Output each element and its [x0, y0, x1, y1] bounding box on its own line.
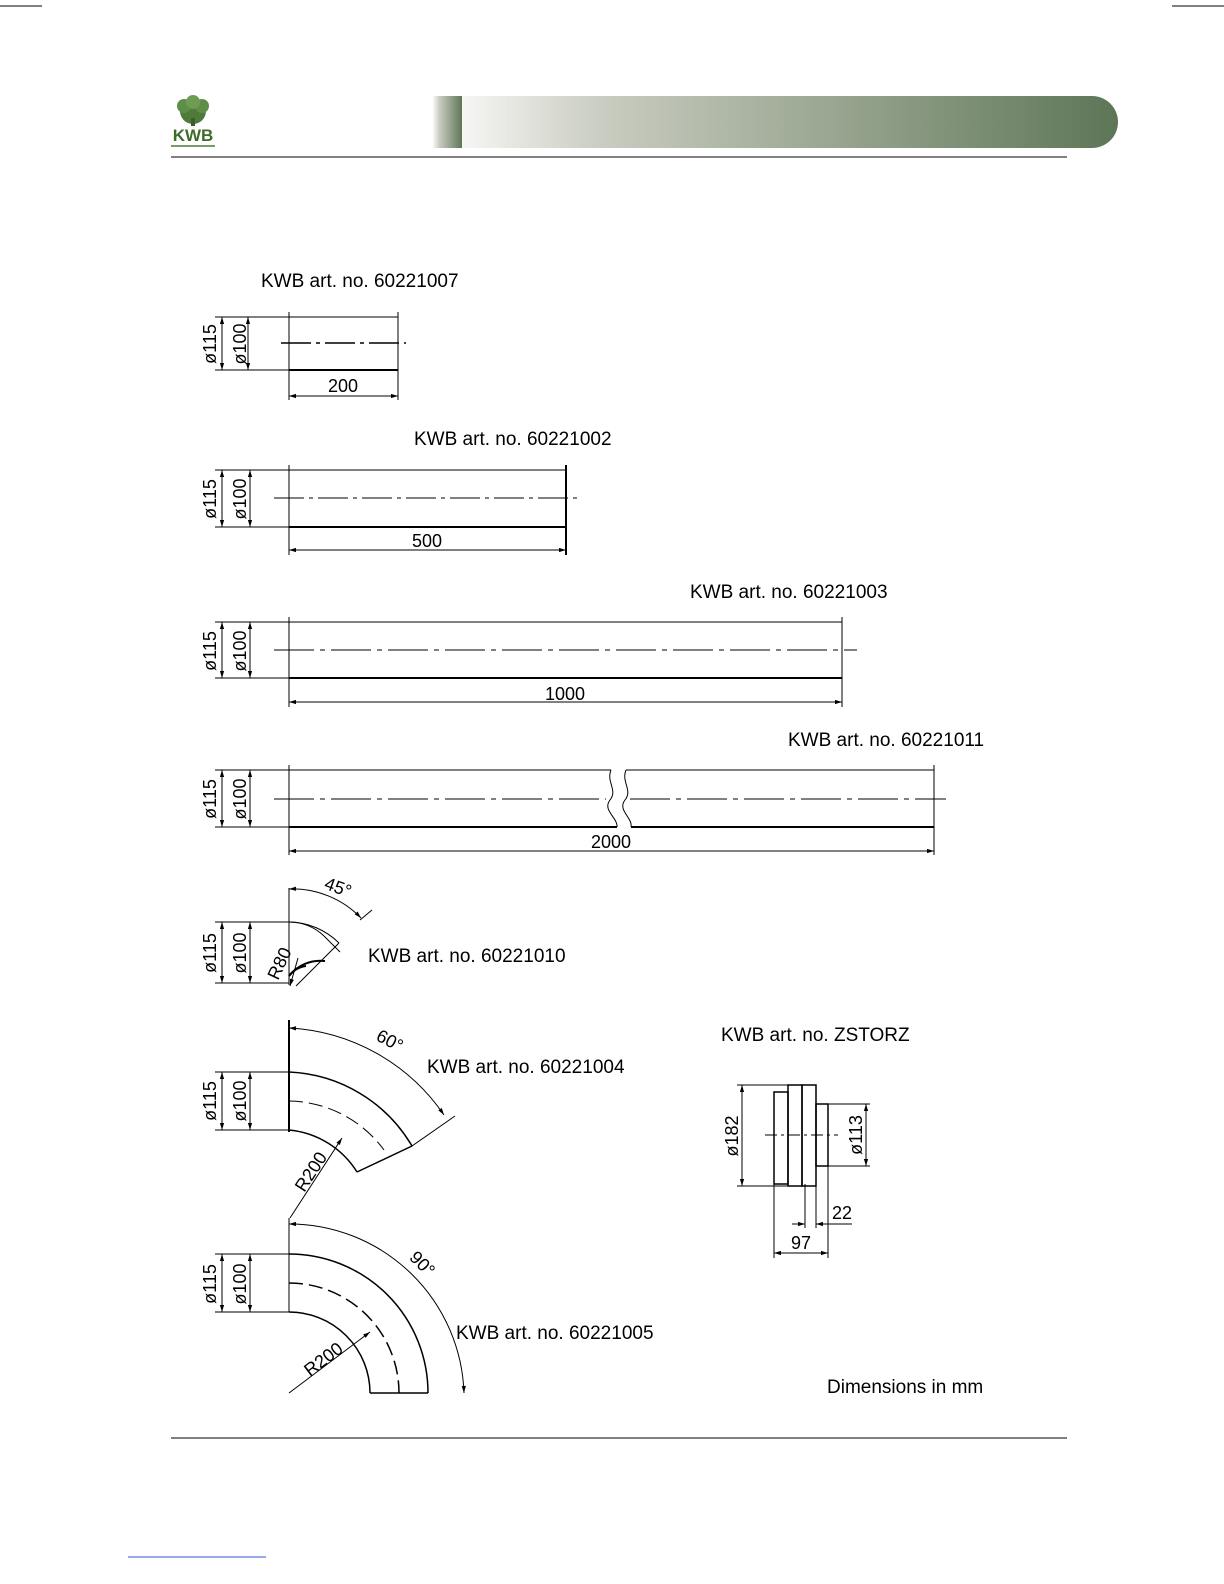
length-dim: 97 [791, 1233, 811, 1253]
inner-dia: ø100 [230, 630, 250, 671]
art-label: KWB art. no. 60221005 [456, 1323, 654, 1344]
outer-dia: ø115 [200, 779, 220, 819]
kwb-logo: KWB [171, 95, 215, 147]
inner-dia: ø100 [230, 1263, 250, 1304]
inner-dia: ø100 [230, 1080, 250, 1121]
inner-dia: ø113 [846, 1115, 866, 1155]
art-label: KWB art. no. 60221010 [368, 946, 566, 967]
bend-60: KWB art. no. 60221004 60° R200 ø115 ø100 [200, 1020, 625, 1219]
art-label: KWB art. no. 60221011 [788, 730, 984, 751]
pipe-500: KWB art. no. 60221002 ø115 ø100 500 [200, 429, 612, 555]
radius-dim: R200 [300, 1338, 346, 1380]
depth-dim: 22 [832, 1203, 852, 1223]
art-label: KWB art. no. 60221007 [261, 271, 459, 292]
angle-dim: 90° [406, 1247, 439, 1280]
outer-dia: ø115 [200, 933, 220, 973]
pipe-1000: KWB art. no. 60221003 ø115 ø100 1000 [200, 582, 888, 707]
length-dim: 200 [328, 376, 358, 396]
bend-45: KWB art. no. 60221010 45° R80 ø115 ø100 [200, 873, 566, 987]
logo-tagline-mark [171, 145, 215, 147]
outer-dia: ø115 [200, 631, 220, 671]
angle-dim: 60° [373, 1025, 406, 1055]
header-banner [432, 96, 1118, 148]
adapter-zstorz: KWB art. no. ZSTORZ ø182 ø113 22 97 [721, 1025, 910, 1258]
art-label: KWB art. no. 60221003 [690, 582, 888, 603]
angle-dim: 45° [322, 873, 354, 901]
pipe-200: KWB art. no. 60221007 ø115 ø100 200 [200, 271, 459, 400]
length-dim: 2000 [591, 832, 631, 852]
inner-dia: ø100 [230, 478, 250, 519]
art-label: KWB art. no. ZSTORZ [721, 1025, 910, 1046]
page-header: KWB [171, 95, 1118, 158]
radius-dim: R200 [291, 1148, 331, 1195]
outer-dia: ø182 [722, 1115, 742, 1156]
tree-icon [177, 95, 209, 126]
outer-dia: ø115 [200, 479, 220, 519]
pipe-2000: KWB art. no. 60221011 ø115 ø100 2000 [200, 730, 984, 855]
length-dim: 500 [412, 531, 442, 551]
length-dim: 1000 [545, 684, 585, 704]
inner-dia: ø100 [230, 932, 250, 973]
outer-dia: ø115 [200, 1081, 220, 1121]
art-label: KWB art. no. 60221004 [427, 1057, 625, 1078]
outer-dia: ø115 [200, 1264, 220, 1304]
inner-dia: ø100 [230, 323, 250, 364]
art-label: KWB art. no. 60221002 [414, 429, 612, 450]
dimensions-note: Dimensions in mm [827, 1377, 983, 1398]
header-banner-left-edge [432, 96, 462, 148]
outer-dia: ø115 [200, 324, 220, 364]
inner-dia: ø100 [230, 778, 250, 819]
radius-dim: R80 [264, 944, 296, 982]
logo-text: KWB [173, 126, 214, 145]
bend-90: KWB art. no. 60221005 90° R200 ø115 ø100 [200, 1218, 654, 1394]
